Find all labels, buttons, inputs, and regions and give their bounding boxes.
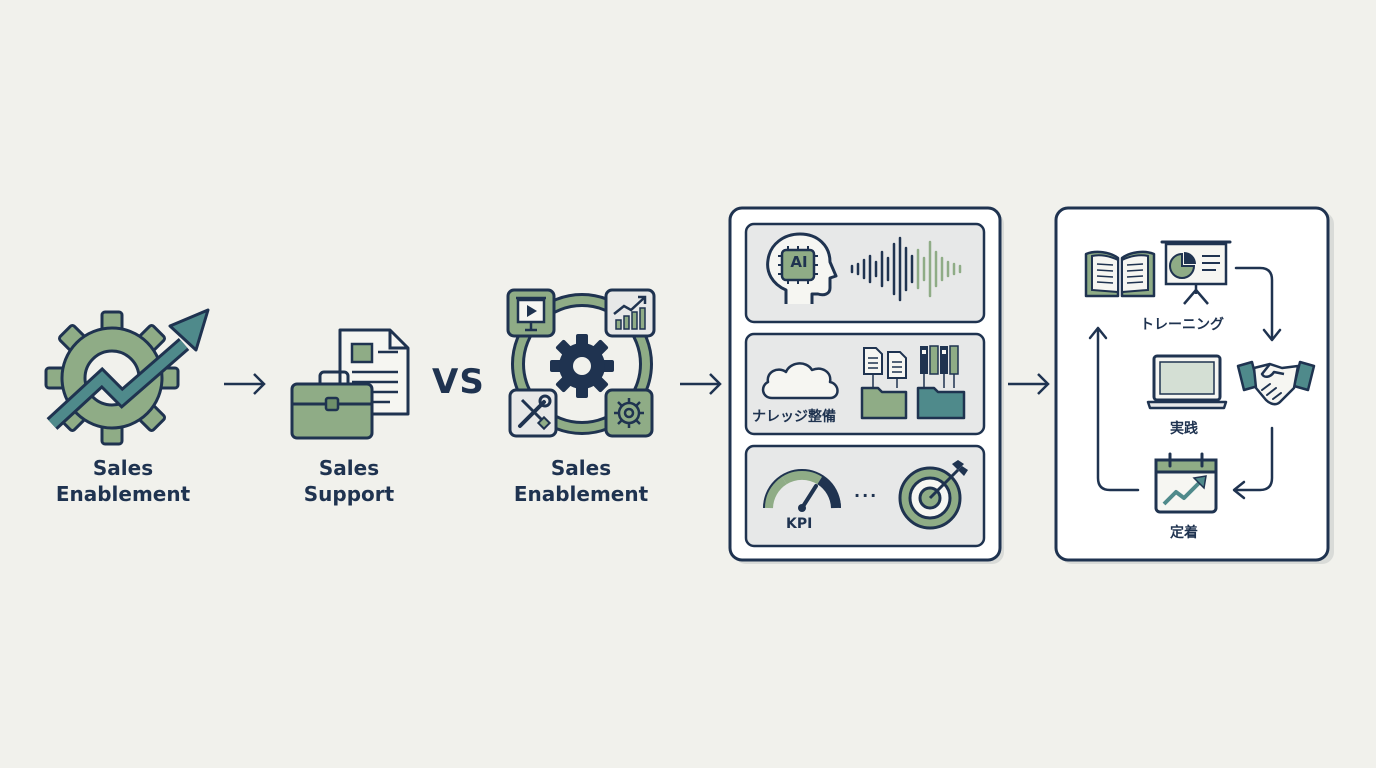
stage1-line1: Sales [92,456,154,480]
flow-arrow-1-icon [224,373,266,395]
stage1-caption: Sales Enablement [48,455,198,507]
stage2-line1: Sales [318,456,380,480]
ai-head-icon [766,232,838,304]
flow-arrow-2-icon [680,373,722,395]
gauge-icon [763,469,841,512]
flow-arrow-3-icon [1008,373,1050,395]
knowledge-folders-icon [860,345,966,420]
adoption-label: 定着 [1170,525,1198,541]
cloud-icon [761,362,839,400]
stage2-line2: Support [303,482,395,506]
growth-chart-tile-icon [604,288,656,338]
ai-chip-label: AI [790,253,808,271]
stage3-line2: Enablement [513,482,649,506]
kpi-label: KPI [786,516,813,532]
practice-label: 実践 [1170,421,1198,437]
laptop-icon [1146,354,1228,410]
target-icon [898,460,968,530]
open-book-icon [1084,250,1156,298]
briefcase-document-icon [290,328,410,440]
knowledge-label: ナレッジ整備 [752,409,836,425]
audio-waveform-icon [850,236,962,302]
stage3-caption: Sales Enablement [506,455,656,507]
kpi-ellipsis: ... [854,482,879,501]
presentation-board-icon [1160,240,1232,305]
vs-label: VS [432,362,485,402]
gear-growth-icon [44,308,210,446]
enablement-hub-icon [511,293,653,435]
presentation-tile-icon [506,288,556,338]
training-label: トレーニング [1140,317,1224,333]
tools-tile-icon [508,388,558,438]
stage1-line2: Enablement [55,482,191,506]
stage2-caption: Sales Support [274,455,424,507]
stage3-line1: Sales [550,456,612,480]
settings-tile-icon [604,388,654,438]
handshake-icon [1236,360,1316,406]
calendar-growth-icon [1154,452,1218,514]
